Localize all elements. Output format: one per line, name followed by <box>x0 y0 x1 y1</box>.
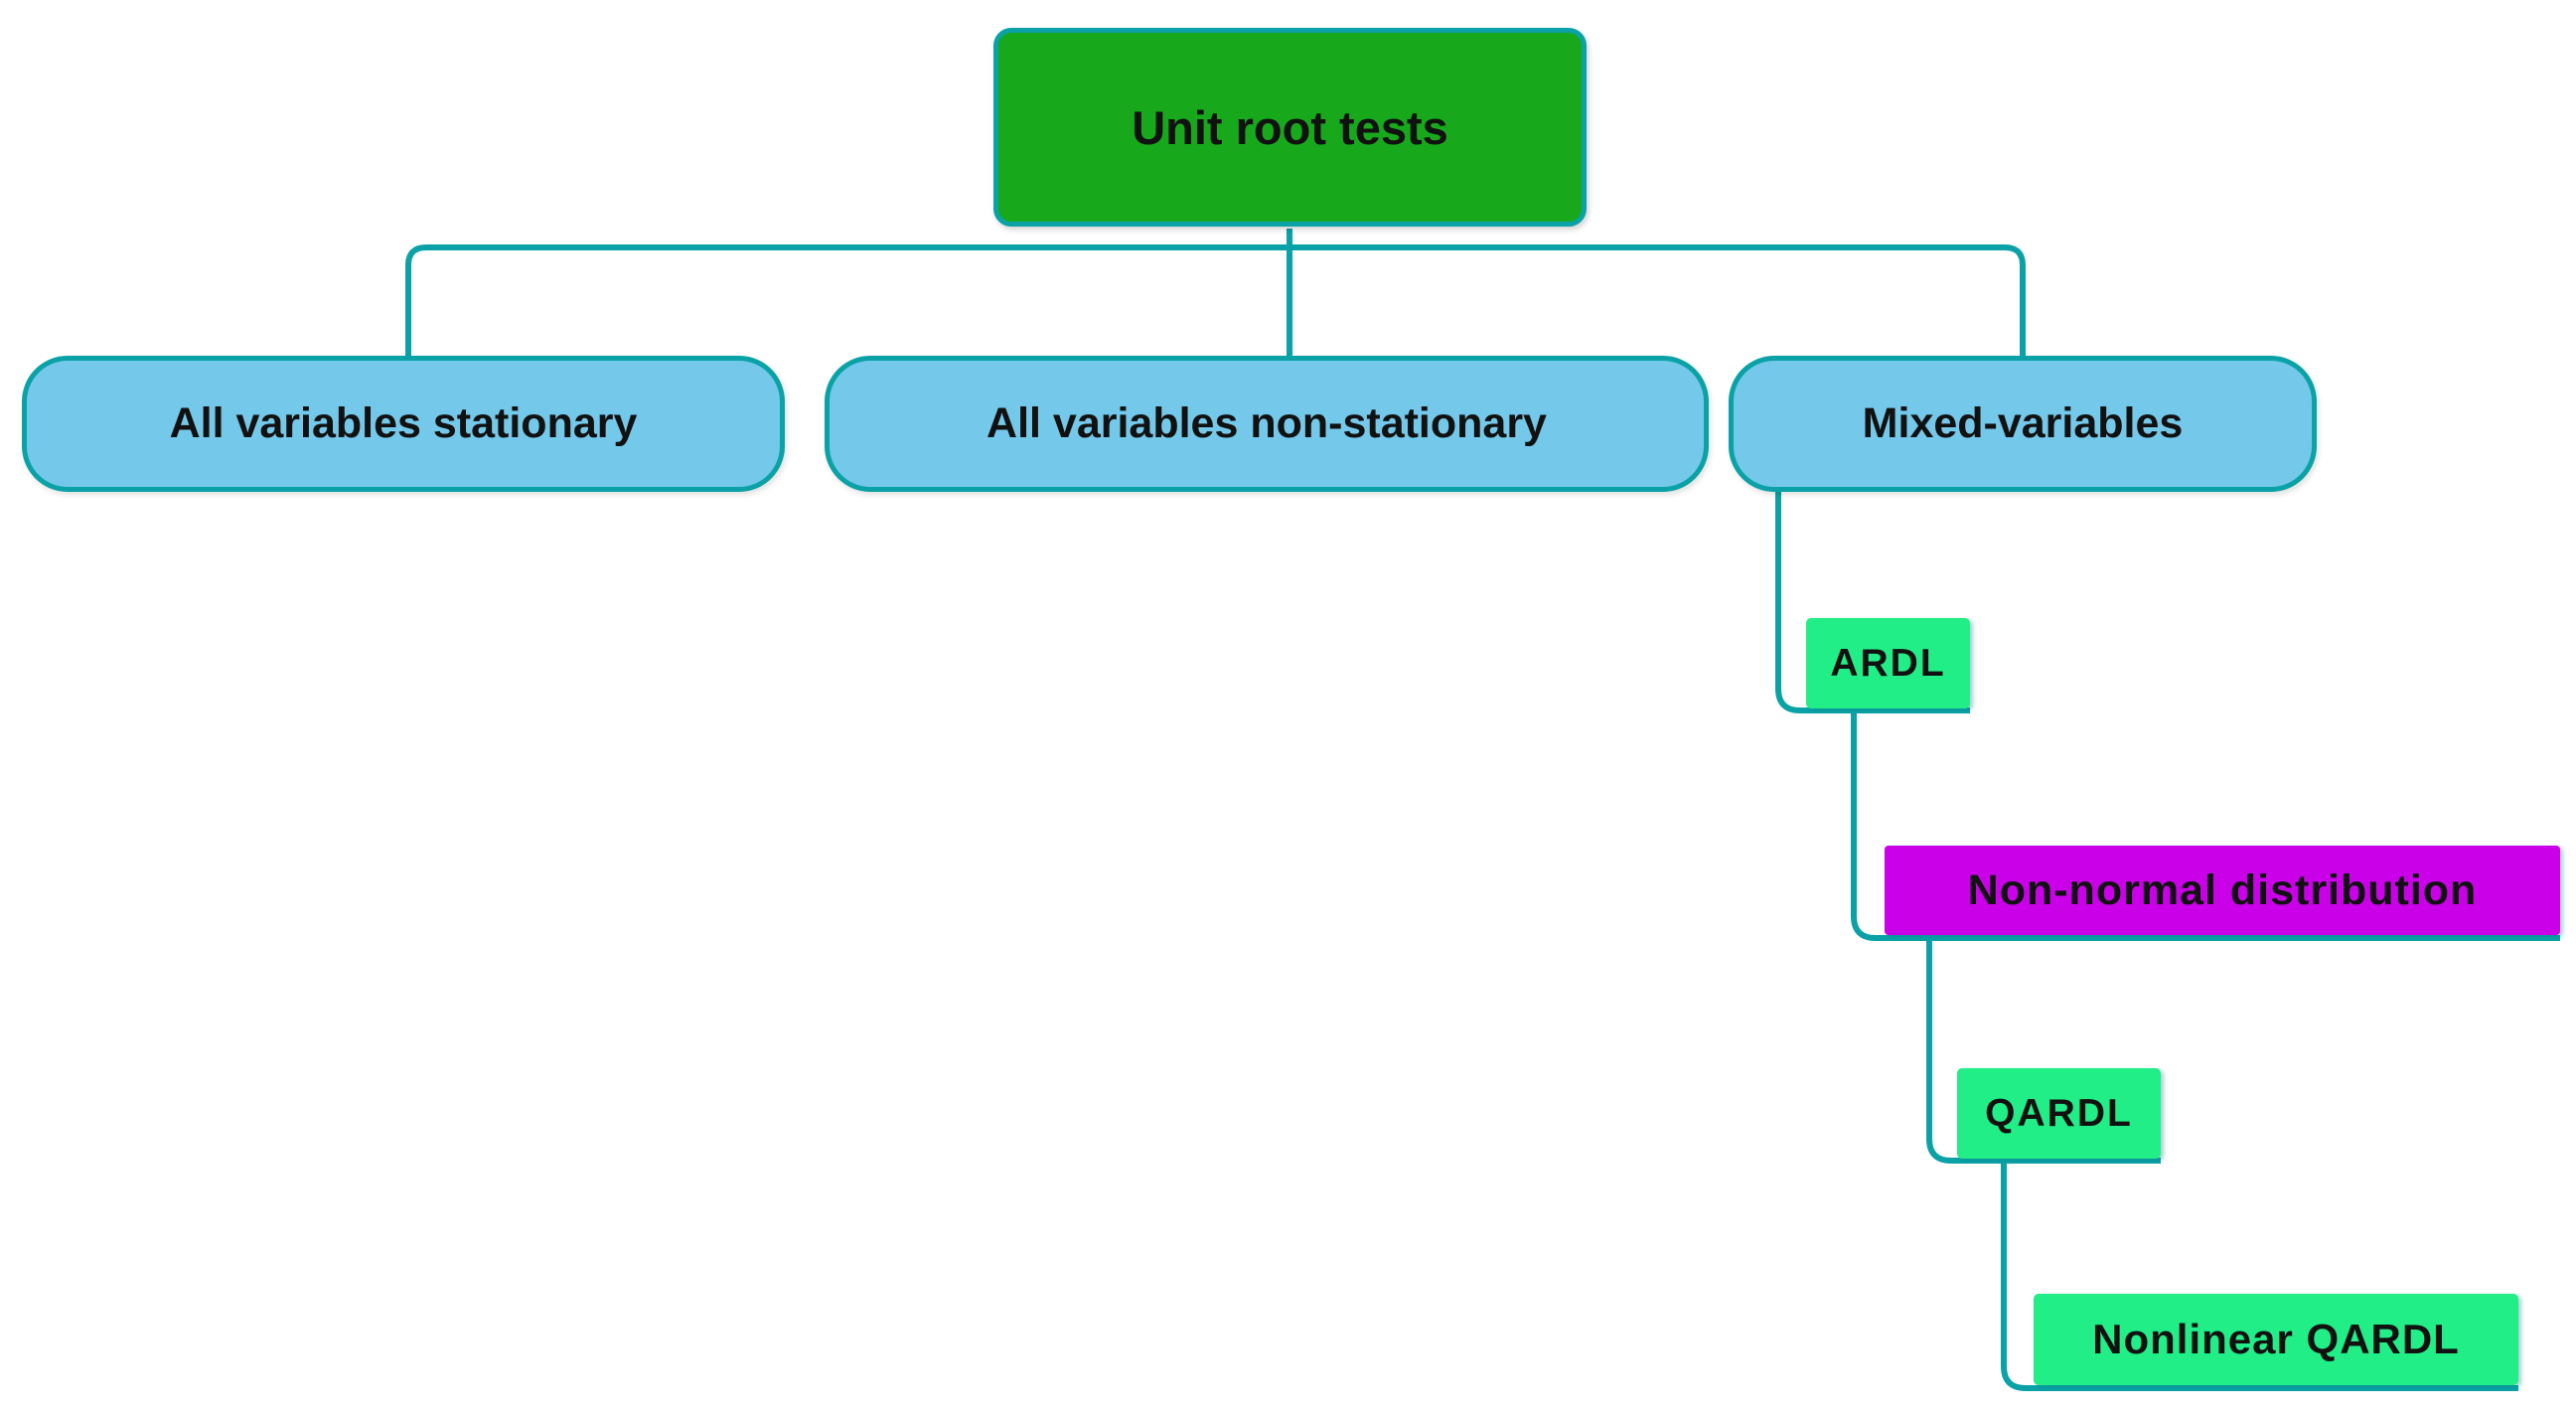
connector-qardl-to-nonlinear <box>2001 1161 2518 1391</box>
connector-nonnormal-to-qardl <box>1926 938 2161 1164</box>
node-all-variables-non-stationary: All variables non-stationary <box>825 356 1709 492</box>
node-qardl: QARDL <box>1957 1068 2161 1159</box>
node-unit-root-tests: Unit root tests <box>993 28 1587 227</box>
node-all-variables-non-stationary-label: All variables non-stationary <box>986 399 1547 447</box>
connector-root-to-stationary <box>405 244 1289 358</box>
node-non-normal-distribution: Non-normal distribution <box>1885 846 2560 935</box>
node-mixed-variables: Mixed-variables <box>1729 356 2317 492</box>
node-mixed-variables-label: Mixed-variables <box>1862 399 2184 447</box>
node-all-variables-stationary-label: All variables stationary <box>169 399 638 447</box>
connector-ardl-to-nonnormal <box>1851 710 2560 941</box>
connector-mixed-to-ardl <box>1775 491 1970 713</box>
node-qardl-label: QARDL <box>1985 1091 2133 1135</box>
node-nonlinear-qardl-label: Nonlinear QARDL <box>2092 1316 2460 1362</box>
node-ardl-label: ARDL <box>1830 641 1946 685</box>
node-unit-root-tests-label: Unit root tests <box>1132 100 1448 154</box>
node-non-normal-distribution-label: Non-normal distribution <box>1967 865 2478 914</box>
node-ardl: ARDL <box>1806 618 1970 708</box>
node-nonlinear-qardl: Nonlinear QARDL <box>2034 1294 2518 1385</box>
connector-root-to-mixed <box>1289 244 2026 358</box>
node-all-variables-stationary: All variables stationary <box>22 356 785 492</box>
